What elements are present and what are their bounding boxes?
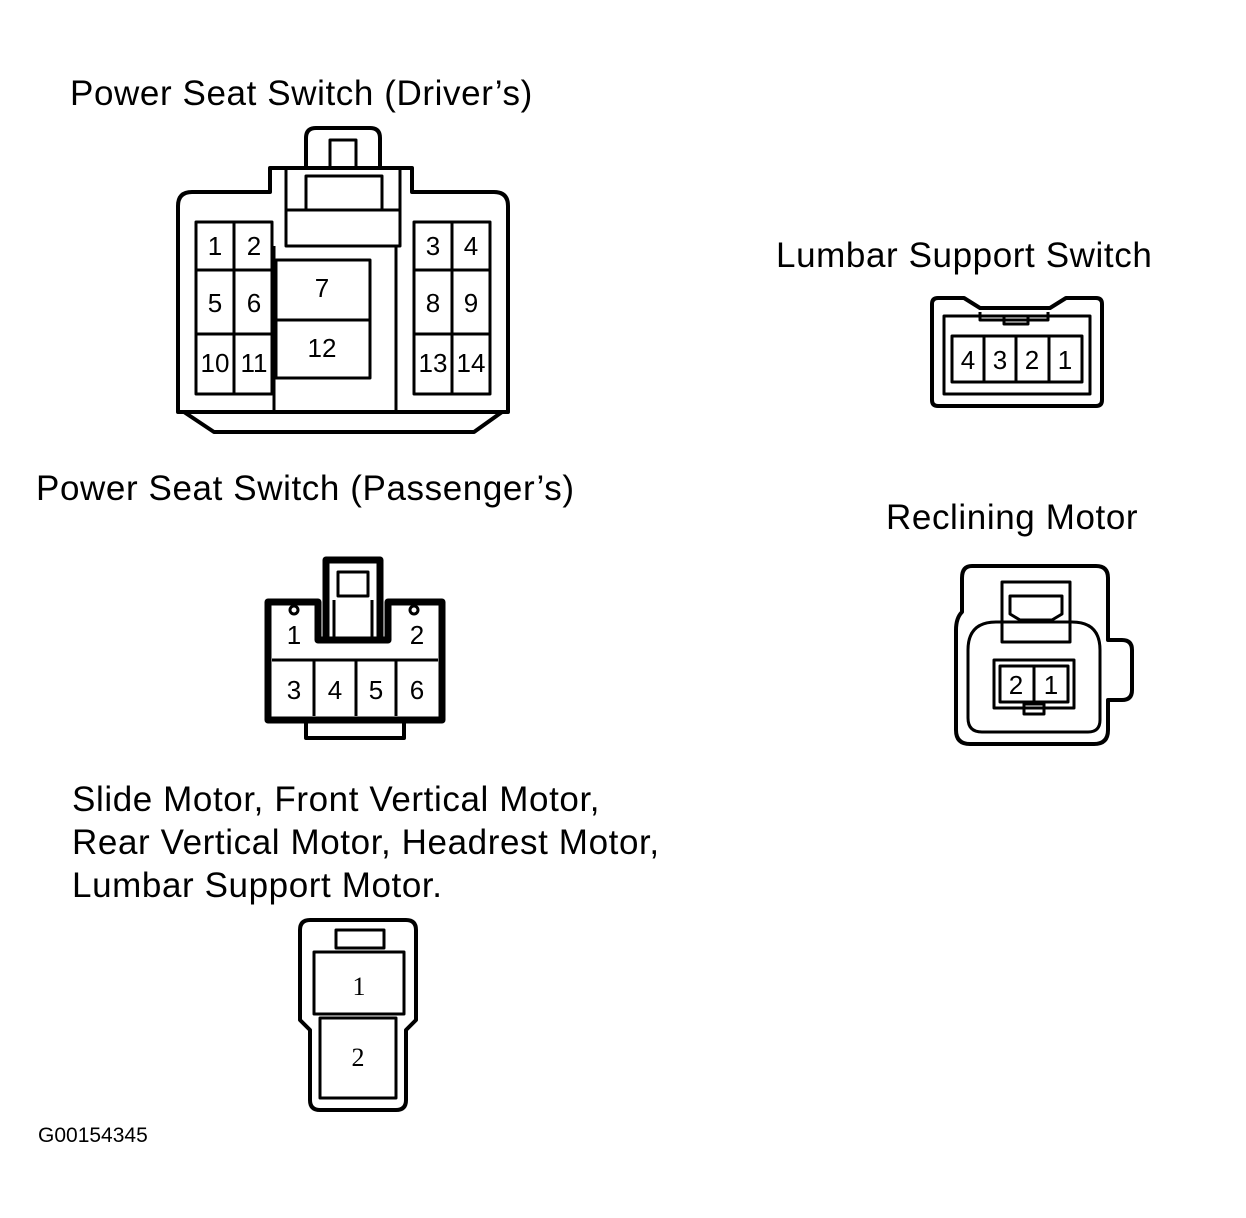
driver-pin-11: 11: [241, 348, 268, 378]
reclining-pin-2: 2: [1009, 670, 1023, 700]
figure-code: G00154345: [38, 1124, 148, 1147]
passenger-switch-title: Power Seat Switch (Passenger’s): [36, 469, 575, 508]
driver-pin-7: 7: [315, 273, 329, 303]
passenger-switch-connector: Power Seat Switch (Passenger’s) 1 2 3 4 …: [36, 469, 575, 740]
driver-pin-13: 13: [419, 348, 448, 378]
lumbar-switch-pin-1: 1: [1058, 345, 1072, 375]
driver-pin-4: 4: [464, 231, 478, 261]
motors-title-line-1: Slide Motor, Front Vertical Motor,: [72, 780, 600, 819]
passenger-pin-6: 6: [410, 675, 424, 705]
passenger-pin-2: 2: [410, 620, 424, 650]
passenger-pin-3: 3: [287, 675, 301, 705]
passenger-pin-4: 4: [328, 675, 342, 705]
driver-pin-10: 10: [201, 348, 230, 378]
motors-title-line-2: Rear Vertical Motor, Headrest Motor,: [72, 823, 660, 862]
reclining-motor-connector: Reclining Motor 2 1: [886, 498, 1138, 746]
driver-switch-connector: Power Seat Switch (Driver’s) 1 2 3 4 5: [70, 74, 533, 434]
lumbar-switch-connector: Lumbar Support Switch 4 3 2 1: [776, 236, 1152, 408]
driver-pin-5: 5: [208, 288, 222, 318]
lumbar-switch-pin-2: 2: [1025, 345, 1039, 375]
driver-pin-6: 6: [247, 288, 261, 318]
passenger-pin-1: 1: [287, 620, 301, 650]
lumbar-switch-pin-4: 4: [961, 345, 975, 375]
driver-pin-2: 2: [247, 231, 261, 261]
motors-title-line-3: Lumbar Support Motor.: [72, 866, 443, 905]
driver-pin-14: 14: [457, 348, 486, 378]
reclining-pin-1: 1: [1044, 670, 1058, 700]
driver-pin-12: 12: [308, 333, 337, 363]
lumbar-switch-title: Lumbar Support Switch: [776, 236, 1152, 275]
driver-pin-9: 9: [464, 288, 478, 318]
reclining-motor-title: Reclining Motor: [886, 498, 1138, 537]
motors-pin-1: 1: [353, 972, 366, 1001]
driver-pin-8: 8: [426, 288, 440, 318]
lumbar-switch-pin-3: 3: [993, 345, 1007, 375]
driver-switch-title: Power Seat Switch (Driver’s): [70, 74, 533, 113]
driver-pin-3: 3: [426, 231, 440, 261]
motors-connector: Slide Motor, Front Vertical Motor, Rear …: [72, 780, 660, 1112]
passenger-pin-5: 5: [369, 675, 383, 705]
driver-pin-1: 1: [208, 231, 222, 261]
motors-pin-2: 2: [352, 1043, 365, 1072]
